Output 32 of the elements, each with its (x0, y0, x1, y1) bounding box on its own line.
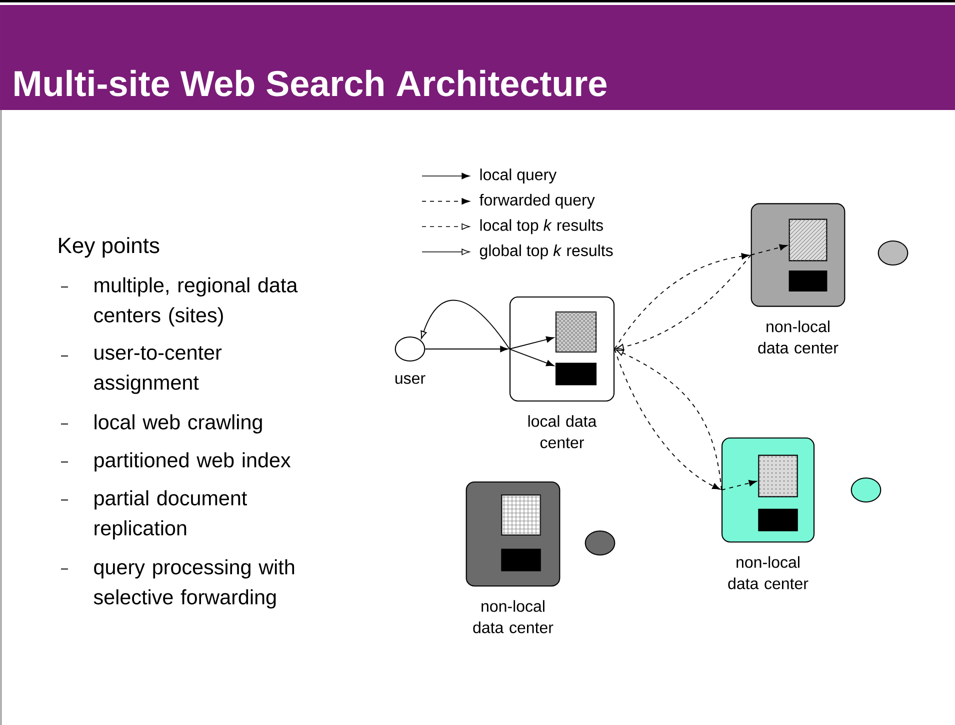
node-label: user (395, 375, 426, 384)
arrow (509, 336, 554, 350)
inner-box (758, 454, 798, 498)
legend-label: local query (480, 168, 557, 184)
inner-box (788, 218, 828, 262)
node-label: non-local data center (473, 600, 554, 634)
list-item: user-to-center assignment (94, 346, 222, 394)
arrow (750, 244, 788, 256)
inner-box (555, 362, 597, 386)
list-item: multiple, regional data centers (sites) (94, 277, 298, 327)
arrow (509, 348, 554, 366)
list-item: partial document replication (94, 490, 248, 540)
list-item: local web crawling (94, 414, 262, 434)
inner-box (758, 508, 798, 532)
list-item: partitioned web index (94, 452, 291, 472)
legend-label: forwarded query (480, 194, 595, 209)
legend-label: local top k results (480, 219, 603, 234)
inner-box (788, 270, 828, 292)
legend-label: global top k results (480, 244, 613, 260)
list-item: query processing with selective forwarding (94, 559, 294, 609)
node-label: local data center (528, 415, 597, 448)
inner-box (501, 548, 541, 572)
ellipse (584, 530, 616, 556)
arrow (424, 346, 508, 352)
arrow (420, 300, 510, 350)
ellipse (878, 240, 908, 266)
ellipse (850, 477, 882, 503)
slide-title: Multi-site Web Search Architecture (14, 70, 606, 96)
node-label: non-local data center (758, 320, 838, 354)
node-label: non-local data center (728, 556, 808, 590)
arrow (721, 480, 757, 490)
list-heading: Key points (59, 237, 160, 258)
